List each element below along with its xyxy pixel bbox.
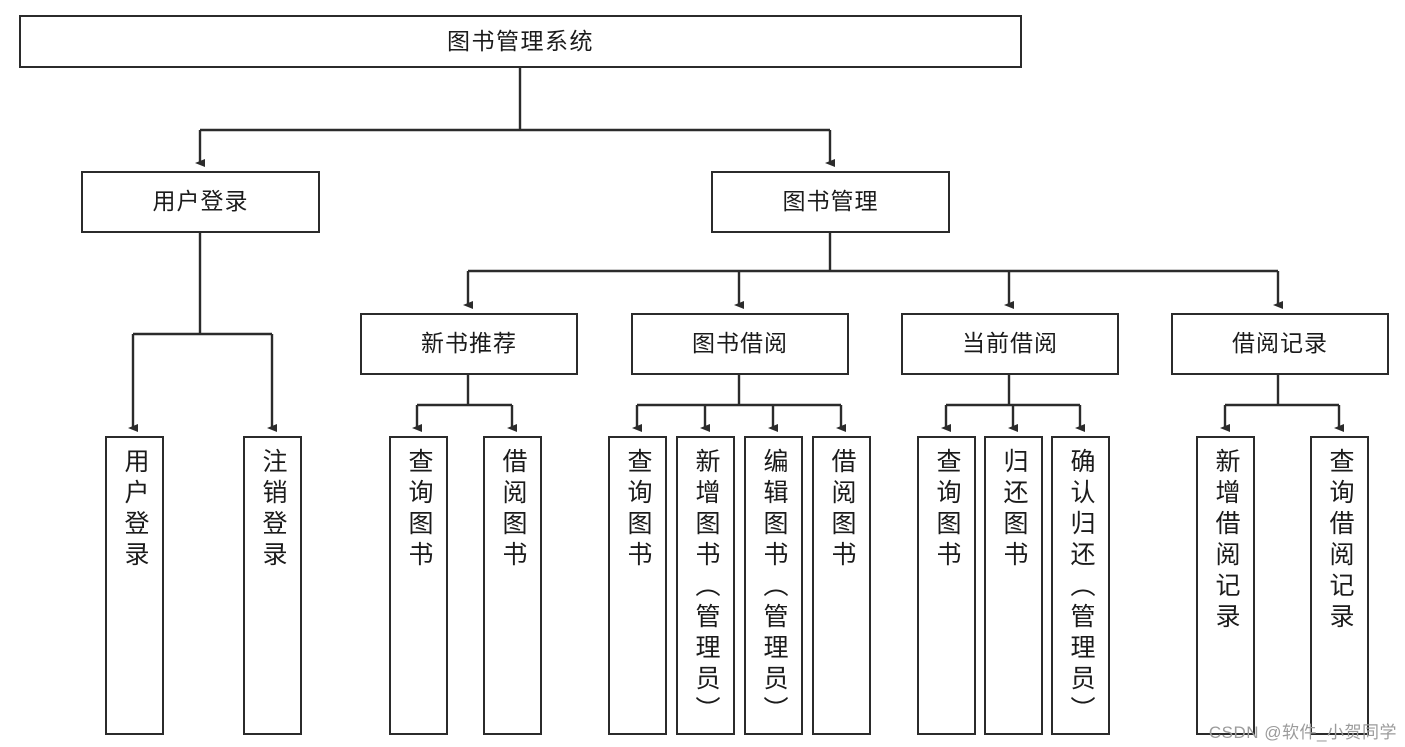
node-label: 查询图书 bbox=[624, 448, 652, 572]
node-label: 图书借阅 bbox=[692, 330, 788, 357]
node-label: 借阅图书 bbox=[499, 448, 527, 572]
node-label: 借阅记录 bbox=[1232, 330, 1328, 357]
leaf-book-borrow-edit-book-admin[interactable]: 编辑图书（管理员） bbox=[744, 436, 803, 735]
watermark-text: CSDN @软件_小贺同学 bbox=[1208, 723, 1397, 742]
node-label: 新增借阅记录 bbox=[1212, 448, 1240, 634]
leaf-book-borrow-add-book-admin[interactable]: 新增图书（管理员） bbox=[676, 436, 735, 735]
leaf-new-book-borrow-book[interactable]: 借阅图书 bbox=[483, 436, 542, 735]
node-label: 归还图书 bbox=[1000, 448, 1028, 572]
leaf-current-borrow-query-book[interactable]: 查询图书 bbox=[917, 436, 976, 735]
node-label: 当前借阅 bbox=[962, 330, 1058, 357]
node-borrowing-record[interactable]: 借阅记录 bbox=[1171, 313, 1389, 375]
node-root-book-management-system[interactable]: 图书管理系统 bbox=[19, 15, 1022, 68]
node-label: 图书管理系统 bbox=[447, 27, 594, 54]
node-label: 新增图书（管理员） bbox=[692, 448, 720, 727]
node-user-login[interactable]: 用户登录 bbox=[81, 171, 320, 233]
node-label: 注销登录 bbox=[259, 448, 287, 572]
node-label: 确认归还（管理员） bbox=[1067, 448, 1095, 727]
leaf-current-borrow-confirm-return-admin[interactable]: 确认归还（管理员） bbox=[1051, 436, 1110, 735]
leaf-borrow-record-query-record[interactable]: 查询借阅记录 bbox=[1310, 436, 1369, 735]
node-new-book-recommendation[interactable]: 新书推荐 bbox=[360, 313, 578, 375]
node-book-management[interactable]: 图书管理 bbox=[711, 171, 950, 233]
node-label: 新书推荐 bbox=[421, 330, 517, 357]
leaf-borrow-record-add-record[interactable]: 新增借阅记录 bbox=[1196, 436, 1255, 735]
leaf-user-login-login[interactable]: 用户登录 bbox=[105, 436, 164, 735]
leaf-book-borrow-query-book[interactable]: 查询图书 bbox=[608, 436, 667, 735]
node-label: 查询图书 bbox=[405, 448, 433, 572]
node-book-borrowing[interactable]: 图书借阅 bbox=[631, 313, 849, 375]
node-label: 查询图书 bbox=[933, 448, 961, 572]
node-label: 用户登录 bbox=[121, 448, 149, 572]
node-label: 查询借阅记录 bbox=[1326, 448, 1354, 634]
node-current-borrowing[interactable]: 当前借阅 bbox=[901, 313, 1119, 375]
node-label: 用户登录 bbox=[152, 188, 249, 215]
leaf-book-borrow-borrow-book[interactable]: 借阅图书 bbox=[812, 436, 871, 735]
node-label: 图书管理 bbox=[782, 188, 879, 215]
leaf-current-borrow-return-book[interactable]: 归还图书 bbox=[984, 436, 1043, 735]
leaf-new-book-query-book[interactable]: 查询图书 bbox=[389, 436, 448, 735]
node-label: 借阅图书 bbox=[828, 448, 856, 572]
node-label: 编辑图书（管理员） bbox=[760, 448, 788, 727]
leaf-user-login-logout[interactable]: 注销登录 bbox=[243, 436, 302, 735]
